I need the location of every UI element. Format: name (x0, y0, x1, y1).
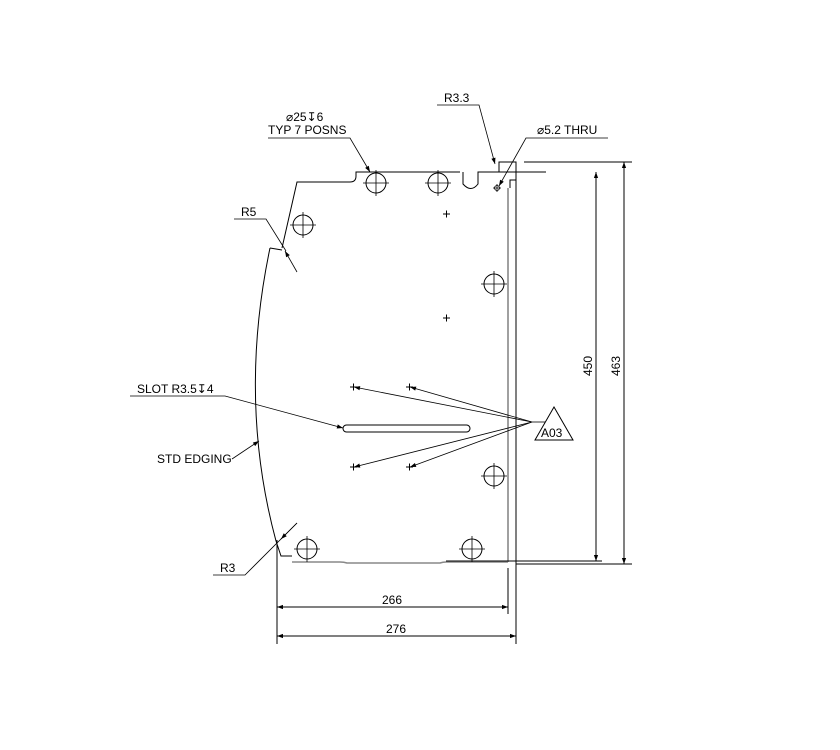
dim-height-outer: 463 (609, 356, 623, 376)
hole (290, 212, 316, 238)
dimensions: 450 463 266 276 (276, 161, 632, 644)
tag-leader (409, 421, 533, 468)
radius-r3-leader (213, 522, 298, 576)
hole-callout-diameter: ⌀25↧6 (286, 110, 324, 124)
hole (294, 536, 320, 562)
edging-leader (231, 440, 260, 460)
r3-corner (275, 540, 292, 557)
center-mark (406, 383, 413, 391)
edging-label: STD EDGING (157, 452, 232, 466)
radius-r5-arrow (284, 250, 298, 273)
slot-label: SLOT R3.5↧4 (137, 382, 214, 396)
hole-callout-qty: TYP 7 POSNS (268, 123, 346, 137)
center-mark (443, 314, 450, 322)
radius-r3-label: R3 (220, 561, 236, 575)
hole (481, 463, 507, 489)
hole-callout-leader (268, 137, 371, 173)
top-u-notch (462, 171, 494, 189)
radius-r33-leader (437, 104, 496, 165)
holes (290, 170, 507, 562)
thru-hole-label: ⌀5.2 THRU (537, 123, 597, 137)
hole (459, 536, 485, 562)
panel-outline (254, 161, 632, 575)
thru-hole (493, 184, 501, 192)
radius-r5-leader (234, 218, 287, 252)
dim-width-inner: 266 (382, 593, 402, 607)
center-mark (406, 463, 413, 471)
tag-leader (353, 421, 533, 468)
center-mark (350, 463, 357, 471)
slot (342, 424, 471, 433)
panel-top-edge (281, 171, 460, 249)
slot-leader (130, 395, 344, 429)
tag-label: A03 (541, 426, 563, 440)
tag-leader (409, 386, 533, 423)
top-right-tab (498, 161, 517, 188)
std-edging-curve (254, 247, 277, 542)
callouts: ⌀25↧6 TYP 7 POSNS R3.3 ⌀5.2 THRU R5 SLOT… (130, 91, 608, 576)
dim-width-outer: 276 (386, 622, 406, 636)
thru-hole-leader (498, 137, 608, 187)
tag-leader (353, 386, 533, 423)
center-mark (443, 210, 450, 218)
tag-triangle (534, 405, 574, 441)
panel-bottom-edge (292, 561, 508, 564)
hole (425, 170, 451, 196)
r5-corner (269, 247, 283, 251)
radius-r5-label: R5 (241, 205, 257, 219)
hole (363, 170, 389, 196)
radius-r3-arrow (280, 522, 298, 540)
dim-height-inner: 450 (581, 356, 595, 376)
radius-r33-label: R3.3 (444, 91, 470, 105)
hole (481, 271, 507, 297)
